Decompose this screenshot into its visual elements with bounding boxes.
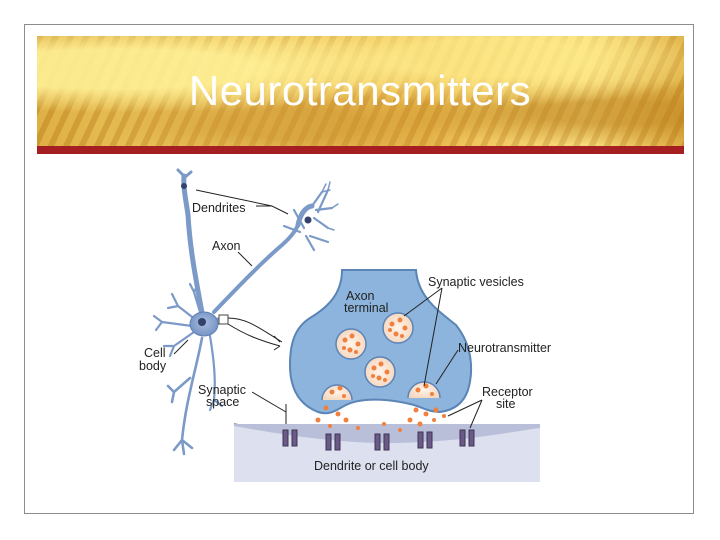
receptor-sites <box>282 429 475 451</box>
title-underline-bar <box>37 146 684 154</box>
leader-lines <box>173 189 483 429</box>
label-cell: Cell <box>144 346 166 360</box>
label-axon-terminal-line2: terminal <box>344 301 388 315</box>
label-space: space <box>206 395 239 409</box>
synaptic-vesicles <box>321 312 441 401</box>
label-neurotransmitter: Neurotransmitter <box>458 341 551 355</box>
slide-title: Neurotransmitters <box>188 67 532 114</box>
label-receptor: Receptor <box>482 385 533 399</box>
label-axon-terminal-line1: Axon <box>346 289 375 303</box>
neuron-illustration <box>152 168 339 456</box>
label-dendrites: Dendrites <box>192 201 246 215</box>
neuron-nucleus-top <box>181 183 187 189</box>
label-dendrite-or-cell-body: Dendrite or cell body <box>314 459 429 473</box>
label-body: body <box>139 359 167 373</box>
label-synaptic: Synaptic <box>198 383 246 397</box>
zoom-line-lower <box>227 323 281 347</box>
zoom-arrow-icon <box>273 335 281 351</box>
zoom-box <box>218 314 229 325</box>
label-axon: Axon <box>212 239 241 253</box>
neuron-nucleus-upper <box>304 216 312 224</box>
axon-terminal <box>288 269 473 415</box>
zoom-line-upper <box>227 317 283 343</box>
label-synaptic-vesicles: Synaptic vesicles <box>428 275 524 289</box>
neurotransmitter-molecules <box>315 317 446 432</box>
label-site: site <box>496 397 516 411</box>
title-banner <box>37 36 684 146</box>
soma-nucleus <box>198 318 206 326</box>
